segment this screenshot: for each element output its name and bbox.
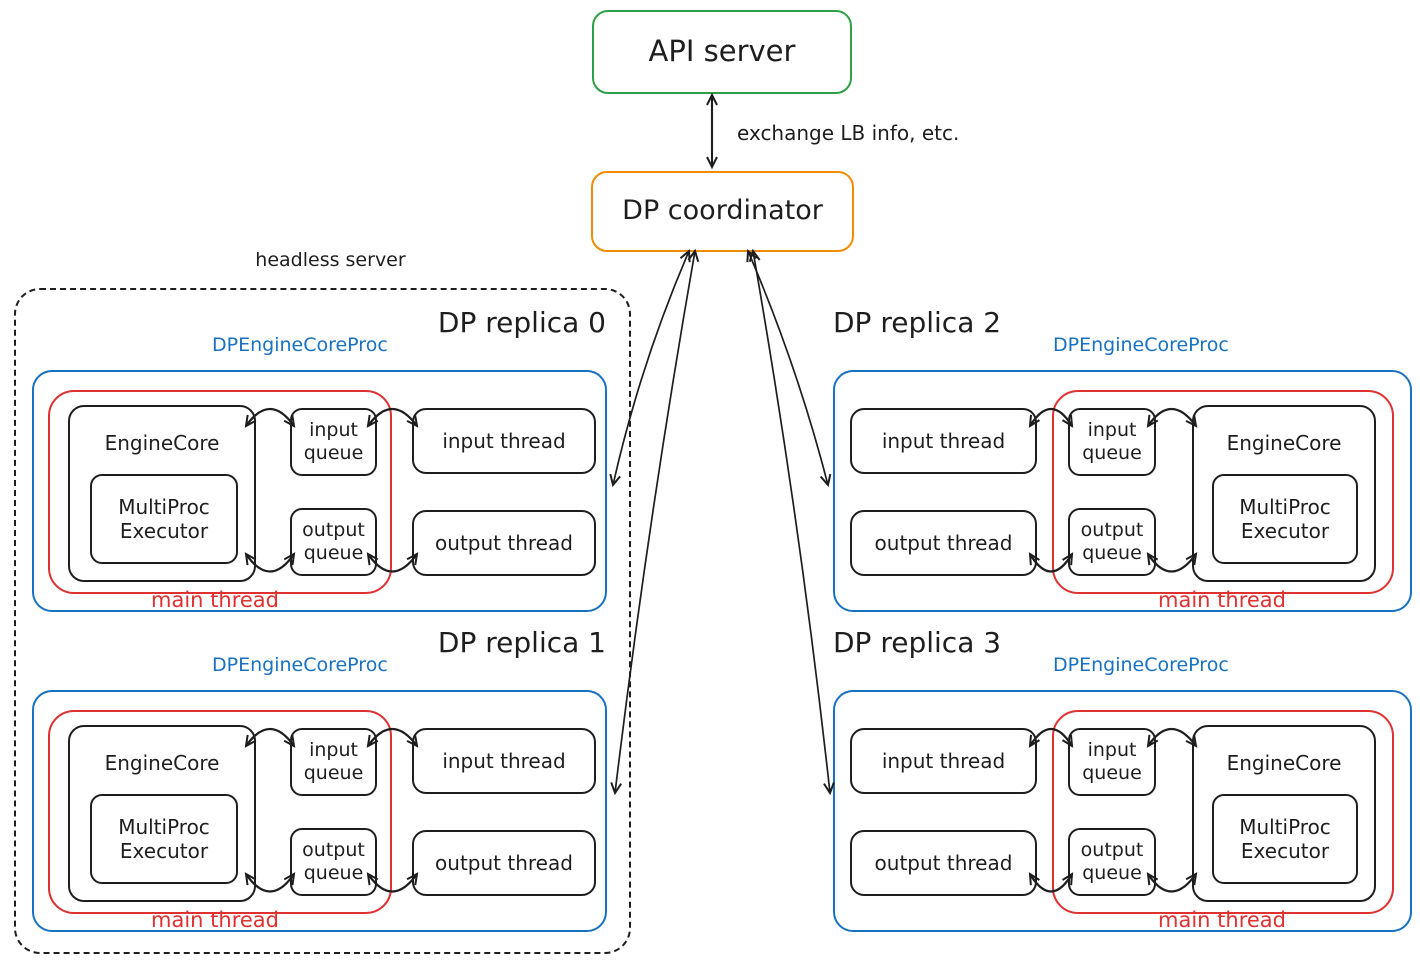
replica-0-enginecore-box: EngineCore MultiProc Executor [68,405,256,582]
replica-2-main-thread-box [1052,390,1394,594]
replica-3-output-queue-box: output queue [1068,828,1156,896]
replica-0-multiproc-executor-box: MultiProc Executor [90,474,238,564]
arrow-coordinator-replica-3 [748,248,835,796]
dp-coordinator-label: DP coordinator [622,195,823,227]
replica-1-input-queue-box: input queue [290,728,377,796]
replica-0-output-queue-label: output queue [302,518,365,564]
replica-0-output-queue-box: output queue [290,508,377,576]
replica-1-multiproc-executor-label: MultiProc Executor [118,814,210,863]
replica-2-input-thread-label: input thread [881,428,1006,453]
replica-3-main-thread-label: main thread [1158,908,1286,932]
replica-0-output-thread-label: output thread [435,530,573,555]
replica-0-multiproc-executor-label: MultiProc Executor [118,494,210,543]
replica-1-output-thread-label: output thread [435,850,573,875]
replica-2-output-queue-label: output queue [1080,518,1144,564]
api-server-label: API server [648,34,796,69]
replica-1-input-queue-label: input queue [303,738,364,784]
replica-1-multiproc-executor-box: MultiProc Executor [90,794,238,884]
replica-3-input-thread-label: input thread [881,748,1006,773]
replica-2-enginecore-box: EngineCore MultiProc Executor [1192,405,1376,582]
replica-3-dpenginecoreproc-box [833,690,1412,932]
replica-0-group: DP replica 0 DPEngineCoreProc EngineCore… [32,300,612,630]
replica-0-dpenginecoreproc-box [32,370,607,612]
replica-3-title: DP replica 3 [833,626,1002,659]
replica-2-main-thread-label: main thread [1158,588,1286,612]
replica-2-output-thread-box: output thread [850,510,1037,576]
replica-2-title: DP replica 2 [833,306,1002,339]
replica-3-output-thread-box: output thread [850,830,1037,896]
replica-3-input-queue-box: input queue [1068,728,1156,796]
replica-3-enginecore-label: EngineCore [1226,751,1342,775]
replica-2-multiproc-executor-label: MultiProc Executor [1239,494,1331,543]
replica-0-main-thread-label: main thread [151,588,279,612]
arrow-coordinator-replica-2 [746,248,832,488]
replica-1-output-thread-box: output thread [412,830,596,896]
replica-2-dpenginecoreproc-label: DPEngineCoreProc [1053,334,1229,356]
replica-1-input-thread-box: input thread [412,728,596,794]
replica-0-input-queue-label: input queue [303,418,364,464]
api-server-box: API server [592,10,852,94]
replica-1-dpenginecoreproc-label: DPEngineCoreProc [212,654,388,676]
replica-1-output-queue-box: output queue [290,828,377,896]
replica-3-multiproc-executor-label: MultiProc Executor [1239,814,1331,863]
headless-server-label: headless server [255,249,406,271]
replica-0-main-thread-box [48,390,392,594]
replica-1-group: DP replica 1 DPEngineCoreProc EngineCore… [32,620,612,950]
replica-2-input-thread-box: input thread [850,408,1037,474]
replica-2-enginecore-label: EngineCore [1226,431,1342,455]
exchange-lb-info-label: exchange LB info, etc. [737,121,960,145]
replica-2-input-queue-box: input queue [1068,408,1156,476]
replica-2-multiproc-executor-box: MultiProc Executor [1212,474,1358,564]
replica-1-main-thread-label: main thread [151,908,279,932]
replica-0-input-thread-box: input thread [412,408,596,474]
dp-coordinator-box: DP coordinator [591,171,854,252]
replica-0-dpenginecoreproc-label: DPEngineCoreProc [212,334,388,356]
replica-1-enginecore-box: EngineCore MultiProc Executor [68,725,256,902]
replica-3-enginecore-box: EngineCore MultiProc Executor [1192,725,1376,902]
replica-3-main-thread-box [1052,710,1394,914]
replica-3-group: DP replica 3 DPEngineCoreProc EngineCore… [833,620,1413,950]
replica-2-output-thread-label: output thread [874,530,1013,555]
replica-1-dpenginecoreproc-box [32,690,607,932]
replica-1-output-queue-label: output queue [302,838,365,884]
replica-2-output-queue-box: output queue [1068,508,1156,576]
replica-3-input-queue-label: input queue [1082,738,1142,784]
replica-3-input-thread-box: input thread [850,728,1037,794]
replica-2-group: DP replica 2 DPEngineCoreProc EngineCore… [833,300,1413,630]
replica-0-enginecore-label: EngineCore [104,431,220,455]
replica-3-output-queue-label: output queue [1080,838,1144,884]
replica-1-main-thread-box [48,710,392,914]
replica-3-dpenginecoreproc-label: DPEngineCoreProc [1053,654,1229,676]
replica-0-output-thread-box: output thread [412,510,596,576]
replica-3-multiproc-executor-box: MultiProc Executor [1212,794,1358,884]
replica-1-title: DP replica 1 [437,626,606,659]
replica-2-input-queue-label: input queue [1082,418,1142,464]
replica-0-input-thread-label: input thread [442,428,566,453]
replica-0-input-queue-box: input queue [290,408,377,476]
replica-0-title: DP replica 0 [437,306,606,339]
replica-3-output-thread-label: output thread [874,850,1013,875]
replica-1-enginecore-label: EngineCore [104,751,220,775]
replica-1-input-thread-label: input thread [442,748,566,773]
